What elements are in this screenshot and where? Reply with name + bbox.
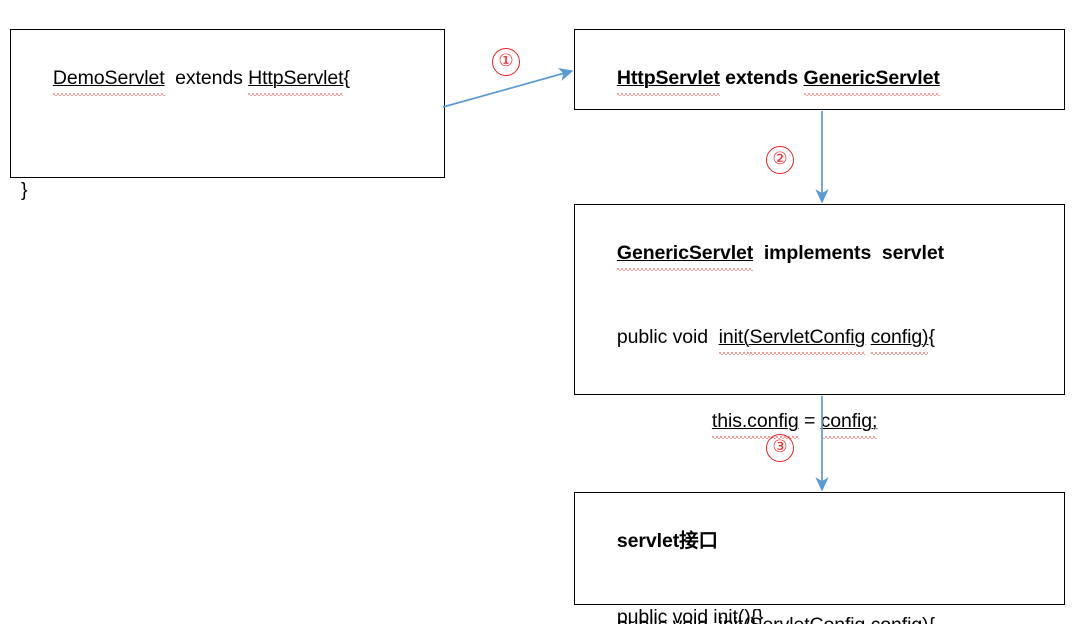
- code-line: public void init(ServletConfig config){: [585, 583, 1064, 624]
- code-text-cjk: 接口: [679, 529, 718, 552]
- identifier-config: config): [870, 323, 929, 355]
- code-line: DemoServlet extends HttpServlet{: [21, 36, 444, 120]
- identifier-init-call: init(: [719, 611, 750, 624]
- code-line: public void init(){}: [585, 575, 1064, 624]
- code-line-blank: [21, 120, 444, 148]
- identifier-config: config;: [820, 407, 877, 439]
- code-text: public void: [617, 614, 719, 624]
- code-text: extends: [719, 67, 804, 89]
- identifier-init-call: init: [713, 603, 738, 624]
- code-text: (){}: [737, 606, 764, 624]
- code-text: servlet: [616, 530, 680, 552]
- identifier-demoservlet: DemoServlet: [52, 64, 165, 96]
- code-line-blank: [21, 148, 444, 176]
- identifier-httpservlet: HttpServlet: [248, 64, 344, 96]
- step-number-3: ③: [766, 434, 794, 462]
- identifier-init-call: init(: [718, 323, 750, 355]
- identifier-this-config: this.config: [711, 407, 799, 439]
- code-line: servlet接口: [585, 499, 1064, 583]
- box-servlet-interface[interactable]: servlet接口 public void init(ServletConfig…: [574, 492, 1065, 624]
- identifier-servletconfig: ServletConfig: [749, 323, 865, 355]
- code-text: implements servlet: [753, 242, 945, 264]
- code-text: public void: [616, 606, 714, 624]
- code-text: {: [343, 67, 350, 89]
- code-text: extends: [164, 67, 249, 89]
- identifier-httpservlet: HttpServlet: [616, 64, 720, 96]
- identifier-config: config): [871, 611, 929, 624]
- code-text: public void: [616, 326, 719, 348]
- identifier-genericservlet: GenericServlet: [616, 239, 754, 271]
- code-text: {: [928, 326, 935, 348]
- box-http-servlet[interactable]: HttpServlet extends GenericServlet: [574, 29, 1065, 110]
- box-generic-servlet[interactable]: GenericServlet implements servlet public…: [574, 204, 1065, 624]
- code-line: public void init(ServletConfig config){: [585, 295, 1064, 379]
- code-text: =: [798, 410, 821, 432]
- identifier-servletconfig: ServletConfig: [750, 611, 866, 624]
- step-number-2: ②: [766, 146, 794, 174]
- code-line: }: [21, 179, 28, 201]
- code-line: GenericServlet implements servlet: [585, 211, 1064, 295]
- step-number-1: ①: [492, 48, 520, 76]
- code-line: HttpServlet extends GenericServlet: [585, 36, 1064, 120]
- code-text: {: [928, 614, 935, 624]
- identifier-genericservlet: GenericServlet: [803, 64, 941, 96]
- box-demo-servlet[interactable]: DemoServlet extends HttpServlet{ }: [10, 29, 445, 201]
- code-line: this.config = config;: [585, 379, 1064, 463]
